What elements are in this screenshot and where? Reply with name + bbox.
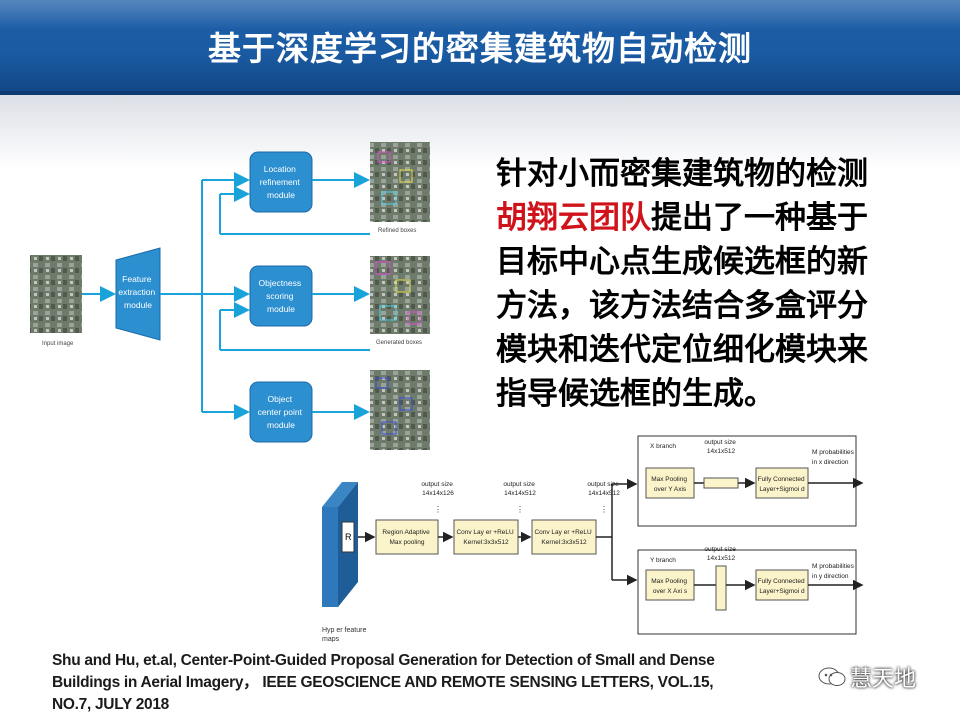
team-name: 胡翔云团队	[496, 200, 651, 236]
max-pool-x	[645, 569, 695, 601]
svg-text:Objectness scoring mod: Objectness scoring module	[259, 278, 304, 314]
hyper-feature-map	[322, 507, 338, 607]
svg-text:Conv Lay er +ReLU Kernel:3: Conv Lay er +ReLU Kernel:3x3x512	[534, 529, 593, 546]
conv-layer-1	[453, 519, 519, 555]
svg-text:Max Pooling over Y Axis: Max Pooling over Y Axis	[651, 476, 689, 493]
slide-background	[0, 95, 960, 720]
svg-text:Location refinement mo: Location refinement module	[260, 164, 303, 200]
objectness-scoring-module	[249, 265, 313, 327]
svg-text:M probabilities in y direc: M probabilities in y direction	[812, 563, 856, 580]
conv-layer-2	[531, 519, 597, 555]
input-image-label: Input image	[42, 341, 74, 347]
fc-layer-y	[755, 569, 809, 601]
svg-text:output size 14x14x512: output size 14x14x512	[587, 481, 620, 497]
description-text: 针对小而密集建筑物的检测 胡翔云团队提出了一种基于 目标中心点生成候选框的新 方…	[496, 156, 868, 412]
svg-text:M probabilities in x direc: M probabilities in x direction	[812, 449, 856, 466]
svg-text:⋮: ⋮	[600, 505, 608, 514]
title-bar: 基于深度学习的密集建筑物自动检测	[0, 0, 960, 95]
svg-text:⋮: ⋮	[434, 505, 442, 514]
svg-text:Max Pooling over X Axi s: Max Pooling over X Axi s	[651, 578, 689, 595]
pipeline-diagram: Input image Feature extraction module Lo…	[30, 142, 430, 450]
svg-text:⋮: ⋮	[516, 505, 524, 514]
svg-text:X branch: X branch	[650, 443, 676, 450]
location-refinement-module	[249, 151, 313, 213]
chat-bubble-icon	[818, 667, 846, 686]
svg-text:maps: maps	[322, 636, 340, 642]
svg-text:Region Adaptive Max poolin: Region Adaptive Max pooling	[382, 529, 431, 546]
svg-text:R: R	[345, 532, 352, 542]
svg-text:Feature extraction mod: Feature extraction module	[118, 274, 157, 310]
refined-boxes-label: Refined boxes	[378, 228, 416, 234]
svg-text:output size 14x14x512: output size 14x14x512	[503, 481, 536, 497]
svg-text:output size 14x1x512: output size 14x1x512	[704, 546, 737, 562]
region-adaptive-pooling	[375, 519, 439, 555]
svg-text:Fully Connected Layer+Sigm: Fully Connected Layer+Sigmoi d	[758, 578, 807, 595]
svg-text:Object center point mo: Object center point module	[258, 394, 305, 430]
fc-layer-x	[755, 467, 809, 499]
citation: Shu and Hu, et.al, Center-Point-Guided P…	[52, 652, 715, 713]
svg-text:Y branch: Y branch	[650, 557, 676, 564]
svg-text:Conv Lay er +ReLU Kernel:3: Conv Lay er +ReLU Kernel:3x3x512	[456, 529, 515, 546]
svg-text:Fully Connected Layer+Sigm: Fully Connected Layer+Sigmoi d	[758, 476, 807, 493]
generated-boxes-label: Generated boxes	[376, 340, 422, 346]
generated-boxes-image	[370, 256, 430, 334]
svg-text:output size 14x1x512: output size 14x1x512	[704, 439, 737, 455]
svg-text:output size 14x14x126: output size 14x14x126	[421, 481, 454, 497]
slide-title: 基于深度学习的密集建筑物自动检测	[208, 29, 752, 68]
y-branch	[637, 549, 857, 635]
input-image	[30, 255, 82, 333]
watermark: 慧天地	[818, 662, 916, 692]
max-pool-y	[645, 467, 695, 499]
network-diagram: R Hyp er feature maps Region Adaptive Ma…	[322, 435, 864, 642]
watermark-text: 慧天地	[850, 667, 917, 692]
hyper-feature-label: Hyp er feature	[322, 627, 366, 634]
feature-extraction-module	[115, 247, 161, 341]
